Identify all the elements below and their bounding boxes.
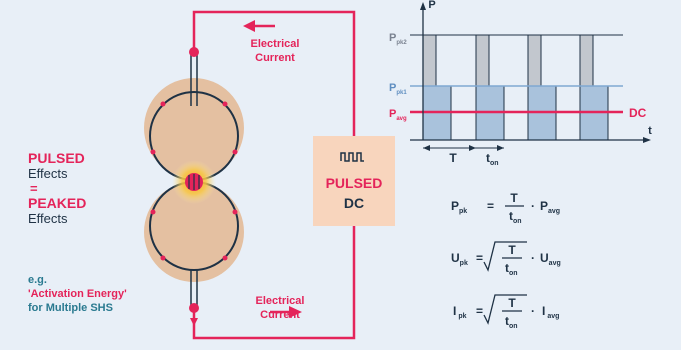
- bottom-current-label-2: Current: [260, 309, 300, 321]
- eq3-denominator: ton: [505, 314, 518, 330]
- period-arrow-right-icon: [469, 145, 476, 151]
- top-current-label-2: Current: [255, 52, 295, 64]
- eq1-equals: =: [487, 199, 494, 213]
- eg-label: e.g.: [28, 274, 47, 286]
- pulsed-dc-source: PULSED DC: [313, 136, 395, 226]
- equals-label: =: [30, 181, 38, 196]
- effects-label-2: Effects: [28, 211, 68, 226]
- eq1-rhs: Pavg: [540, 199, 560, 215]
- eq2-sqrt-icon: [483, 241, 527, 272]
- eq2-equals: =: [476, 251, 483, 265]
- eq3-numerator: T: [508, 296, 516, 310]
- ton-label: ton: [486, 151, 499, 167]
- effects-label-1: Effects: [28, 166, 68, 181]
- y-axis-label: P: [428, 0, 435, 11]
- eq2-numerator: T: [508, 243, 516, 257]
- p-pk1-label: Ppk1: [389, 82, 407, 96]
- eq3-dot: ·: [531, 304, 535, 318]
- x-axis-arrow-icon: [643, 137, 651, 143]
- bottom-arrow-icon: [289, 306, 302, 318]
- pulsed-label: PULSED: [28, 150, 85, 166]
- peaked-label: PEAKED: [28, 195, 86, 211]
- period-arrow-left-icon: [423, 145, 430, 151]
- eq1-lhs: Ppk: [451, 199, 467, 215]
- electrode-wires: [190, 52, 198, 308]
- eq1-dot: ·: [531, 199, 535, 213]
- eq2-rhs: Uavg: [540, 251, 561, 267]
- equation-ppk: Ppk = T ton · Pavg: [451, 191, 560, 225]
- ton-arrow-icon: [497, 145, 504, 151]
- period-label: T: [449, 151, 457, 165]
- eq2-denominator: ton: [505, 261, 518, 277]
- eq2-lhs: Upk: [451, 251, 468, 267]
- eq2-dot: ·: [531, 251, 535, 265]
- down-arrow-icon: [190, 318, 198, 326]
- y-axis-arrow-icon: [420, 2, 426, 10]
- pulse-chart: P t Ppk2 Ppk1 Pavg DC T ton: [389, 0, 652, 167]
- eq3-equals: =: [476, 304, 483, 318]
- p-pk2-label: Ppk2: [389, 32, 407, 46]
- left-caption: PULSED Effects = PEAKED Effects e.g. 'Ac…: [28, 150, 127, 314]
- p-avg-label: Pavg: [389, 108, 407, 122]
- multiple-shs-label: for Multiple SHS: [28, 302, 113, 314]
- source-pulsed-label: PULSED: [326, 175, 383, 191]
- sphere-markers: [150, 47, 238, 313]
- equation-upk: Upk = T ton · Uavg: [451, 241, 561, 277]
- eq1-denominator: ton: [509, 209, 522, 225]
- contact-point-icon: [185, 173, 203, 191]
- pulse-wave-icon: [340, 152, 364, 162]
- top-current-label-1: Electrical: [251, 38, 300, 50]
- dc-label: DC: [629, 106, 647, 120]
- eq1-numerator: T: [510, 191, 518, 205]
- source-dc-label: DC: [344, 195, 364, 211]
- top-arrow-icon: [243, 20, 255, 32]
- x-axis-label: t: [648, 125, 652, 137]
- activation-energy-label: 'Activation Energy': [28, 288, 127, 300]
- bottom-current-label-1: Electrical: [256, 295, 305, 307]
- eq3-sqrt-icon: [483, 294, 527, 325]
